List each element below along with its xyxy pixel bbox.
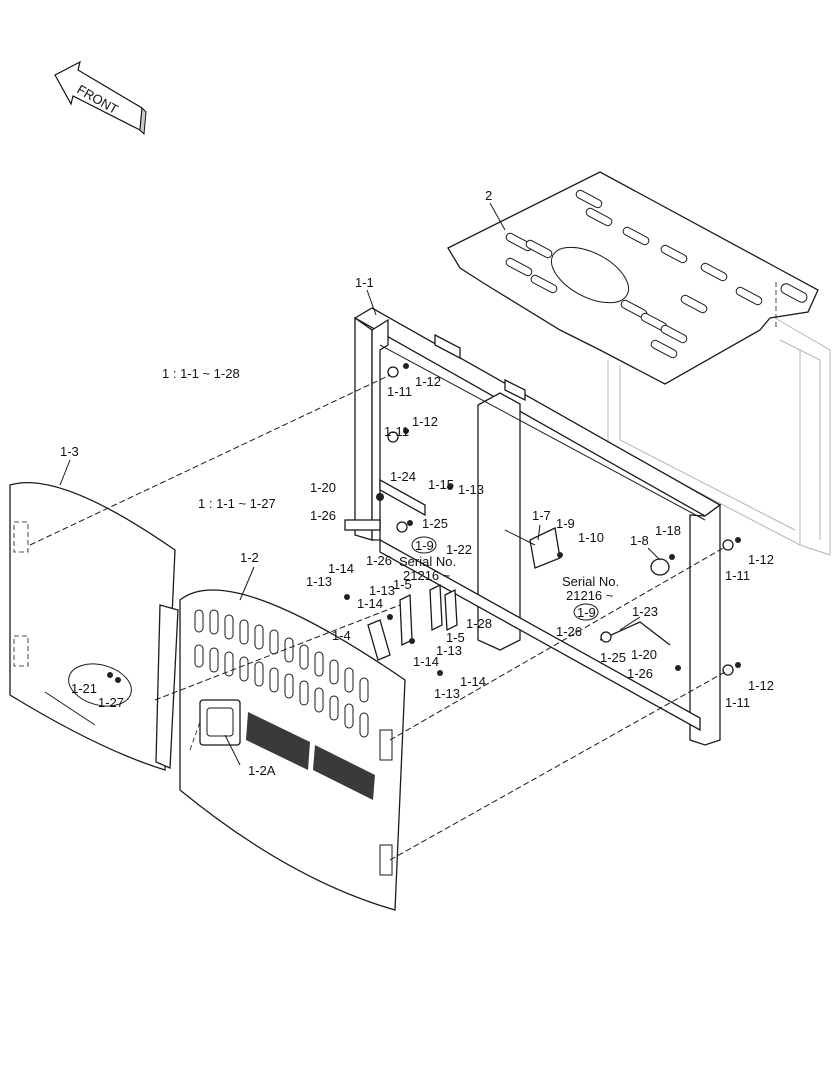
part-label: 1-12 [412, 414, 438, 429]
latch-and-brackets [344, 478, 671, 661]
part-label: 1-13 [434, 686, 460, 701]
door-mesh-right [313, 745, 375, 800]
main-frame-part-1-1 [353, 307, 722, 746]
part-label: 1-25 [422, 516, 448, 531]
part-label: 1-27 [98, 695, 124, 710]
leader-lines [59, 202, 661, 766]
serial-note-1: 1-9 Serial No. 21216 ~ [399, 536, 456, 583]
part-label: 1-5 [393, 577, 412, 592]
rod-part-1-24 [379, 478, 426, 517]
part-label: 1-10 [578, 530, 604, 545]
part-label: 1-28 [466, 616, 492, 631]
part-label: 1-3 [60, 444, 79, 459]
serial-note-line2: 21216 ~ [403, 568, 451, 583]
part-label: 1-11 [725, 568, 750, 583]
serial-note-line1: Serial No. [399, 554, 456, 569]
serial-note-line1: Serial No. [562, 574, 619, 589]
door-vent-slots [194, 609, 369, 738]
part-label: 2 [485, 188, 492, 203]
part-label: 1-7 [532, 508, 551, 523]
part-label: 1-1 [355, 275, 374, 290]
range-note-1: 1 : 1-1 ~ 1-28 [162, 366, 240, 381]
serial-note-ref: 1-9 [415, 538, 434, 553]
part-label: 1-12 [415, 374, 441, 389]
top-plate-slots [505, 189, 808, 359]
part-labels: 2 1-1 1-2 1-2A 1-3 1-4 1-5 1-5 1-7 1-8 1… [60, 188, 774, 778]
door-mesh-left [246, 712, 310, 770]
part-label: 1-18 [655, 523, 681, 538]
part-label: 1-11 [725, 695, 750, 710]
part-label: 1-12 [748, 552, 774, 567]
side-panel-part-1-3 [9, 482, 179, 771]
part-label: 1-11 [384, 424, 409, 439]
part-label: 1-14 [413, 654, 439, 669]
part-label: 1-23 [632, 604, 658, 619]
part-label: 1-9 [556, 516, 575, 531]
part-label: 1-8 [630, 533, 649, 548]
part-label: 1-13 [458, 482, 484, 497]
part-label: 1-26 [366, 553, 392, 568]
range-note-2: 1 : 1-1 ~ 1-27 [198, 496, 276, 511]
part-label: 1-5 [446, 630, 465, 645]
background-frame-outline [607, 317, 831, 556]
part-label: 1-4 [332, 628, 351, 643]
serial-note-2: Serial No. 21216 ~ 1-9 [562, 574, 619, 621]
part-label: 1-13 [369, 583, 395, 598]
top-plate-center-opening [551, 246, 629, 304]
knob-part-1-8 [650, 558, 670, 576]
part-label: 1-14 [460, 674, 486, 689]
part-label: 1-11 [387, 384, 412, 399]
part-label: 1-12 [748, 678, 774, 693]
serial-note-line2: 21216 ~ [566, 588, 614, 603]
front-door-part-1-2 [179, 589, 406, 911]
part-label: 1-20 [631, 647, 657, 662]
top-plate-part-2 [447, 171, 819, 385]
fasteners [107, 363, 741, 683]
part-label: 1-21 [71, 681, 97, 696]
part-label: 1-13 [306, 574, 332, 589]
assembly-lines [29, 374, 726, 861]
part-label: 1-2 [240, 550, 259, 565]
serial-note-ref: 1-9 [577, 605, 596, 620]
front-arrow-icon: FRONT [54, 60, 147, 136]
part-label: 1-26 [627, 666, 653, 681]
part-label: 1-13 [436, 643, 462, 658]
part-label: 1-25 [600, 650, 626, 665]
latch-part-1-7 [529, 527, 561, 569]
part-label: 1-26 [556, 624, 582, 639]
part-label: 1-14 [328, 561, 354, 576]
part-label: 1-14 [357, 596, 383, 611]
part-label: 1-24 [390, 469, 416, 484]
part-label: 1-26 [310, 508, 336, 523]
rod-part-1-23 [599, 621, 671, 646]
part-label: 1-15 [428, 477, 454, 492]
part-label: 1-22 [446, 542, 472, 557]
part-label: 1-20 [310, 480, 336, 495]
part-label: 1-2A [248, 763, 276, 778]
